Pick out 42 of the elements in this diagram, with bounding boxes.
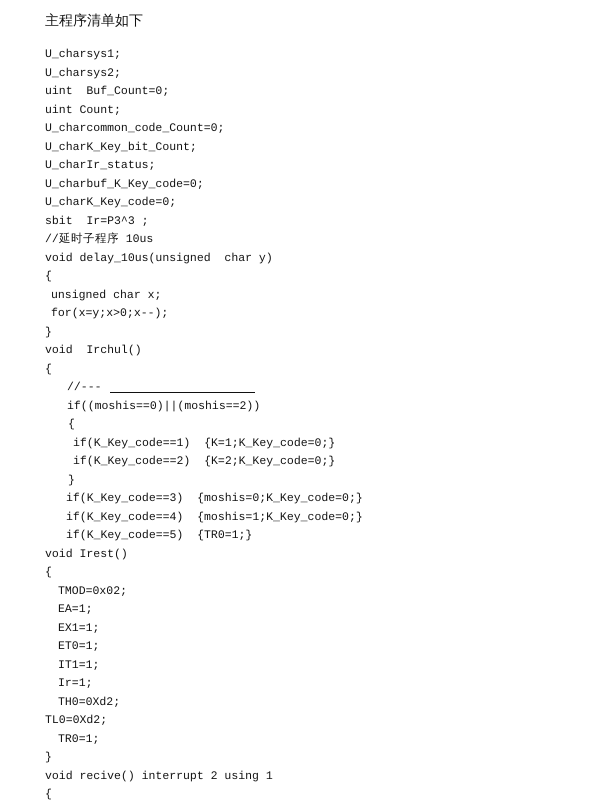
code-line: if(K_Key_code==2) {K=2;K_Key_code=0;} xyxy=(73,455,336,469)
code-line: void recive() interrupt 2 using 1 xyxy=(45,770,273,784)
code-line: { xyxy=(45,566,52,580)
code-line: //--- xyxy=(67,381,102,395)
code-line: void delay_10us(unsigned char y) xyxy=(45,252,273,266)
code-line: U_charK_Key_code=0; xyxy=(45,196,176,210)
code-line: if((moshis==0)||(moshis==2)) xyxy=(67,400,260,414)
code-line: U_charK_Key_bit_Count; xyxy=(45,140,197,154)
code-line: U_charbuf_K_Key_code=0; xyxy=(45,178,204,192)
code-line: U_charcommon_code_Count=0; xyxy=(45,122,224,136)
code-line: TMOD=0x02; xyxy=(58,584,128,598)
code-line: } xyxy=(45,326,52,340)
code-line: unsigned char x; xyxy=(51,288,162,302)
code-line: Ir=1; xyxy=(58,677,93,691)
code-line: { xyxy=(45,270,52,284)
code-line: if(K_Key_code==1) {K=1;K_Key_code=0;} xyxy=(73,436,336,450)
code-line: sbit Ir=P3^3 ; xyxy=(45,214,149,228)
code-line: for(x=y;x>0;x--); xyxy=(51,307,168,321)
code-line: U_charIr_status; xyxy=(45,159,156,173)
code-line: TR0=1; xyxy=(58,732,100,746)
code-line: } xyxy=(68,474,75,488)
code-line: uint Count; xyxy=(45,104,121,118)
code-line: if(K_Key_code==3) {moshis=0;K_Key_code=0;} xyxy=(66,492,363,506)
code-line: IT1=1; xyxy=(58,658,100,672)
code-line: EA=1; xyxy=(58,603,93,617)
code-line: //延时子程序 10us xyxy=(45,233,154,247)
code-line: TL0=0Xd2; xyxy=(45,714,108,728)
code-line: U_charsys1; xyxy=(45,48,121,62)
code-line: { xyxy=(68,418,75,432)
code-line: void Irchul() xyxy=(45,344,142,358)
code-line: TH0=0Xd2; xyxy=(58,696,120,710)
code-line: if(K_Key_code==4) {moshis=1;K_Key_code=0;} xyxy=(66,510,363,524)
code-line: U_charsys2; xyxy=(45,66,121,80)
code-line: uint Buf_Count=0; xyxy=(45,85,170,99)
code-line: { xyxy=(45,788,52,802)
code-line: if(K_Key_code==5) {TR0=1;} xyxy=(66,529,252,543)
code-line: { xyxy=(45,362,52,376)
code-line: void Irest() xyxy=(45,548,128,562)
page-heading: 主程序清单如下 xyxy=(45,12,143,30)
code-line: EX1=1; xyxy=(58,622,100,636)
code-line: ET0=1; xyxy=(58,640,100,654)
code-line: } xyxy=(45,751,52,765)
